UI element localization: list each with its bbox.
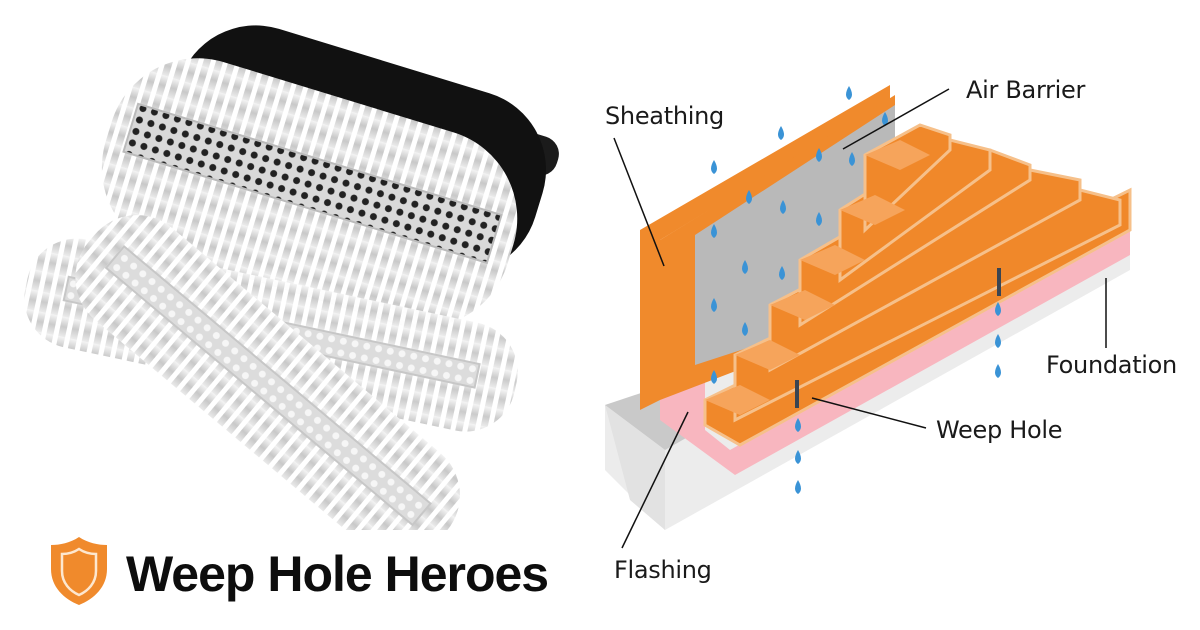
label-air-barrier: Air Barrier [966,76,1086,104]
label-sheathing: Sheathing [605,102,724,130]
label-foundation: Foundation [1046,351,1177,379]
product-photo [0,20,580,558]
brick-wall-cross-section-icon [605,85,1132,549]
wall-diagram: Sheathing Air Barrier Foundation Weep Ho… [590,60,1200,600]
shield-icon [48,535,110,612]
brand-name: Weep Hole Heroes [126,545,549,602]
label-flashing: Flashing [614,556,712,584]
brand: Weep Hole Heroes [48,535,549,612]
label-weep-hole: Weep Hole [936,416,1063,444]
weep-vent-icon [24,25,559,558]
